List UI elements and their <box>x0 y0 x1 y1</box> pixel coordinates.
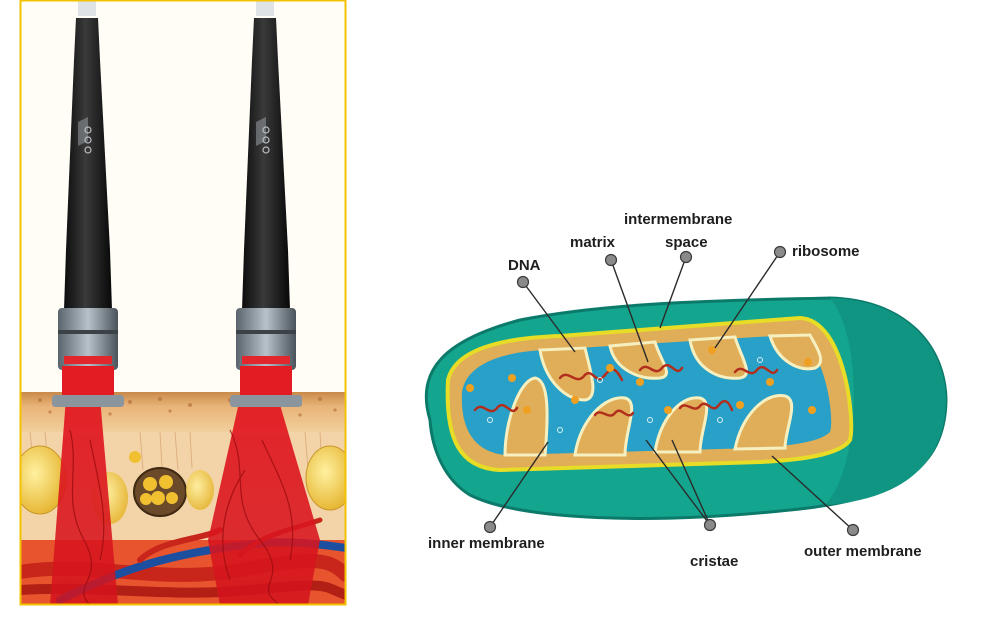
label-inner-membrane: inner membrane <box>428 535 545 552</box>
label-matrix: matrix <box>570 234 616 251</box>
left-panel-frame <box>19 0 347 606</box>
label-dna: DNA <box>508 257 541 274</box>
beam-vein-pattern <box>69 429 294 605</box>
ribosomes <box>466 346 816 414</box>
outer-membrane-cap <box>825 298 946 505</box>
label-ribosome: ribosome <box>792 243 860 260</box>
laser-handpiece-icon <box>52 0 124 407</box>
dna-strands <box>473 363 779 417</box>
laser-therapy-illustration <box>20 0 346 605</box>
pointer-dots <box>483 245 860 537</box>
laser-beam-right <box>208 398 320 605</box>
mitochondrion-diagram: intermembrane space matrix DNA ribosome … <box>405 188 963 608</box>
label-intermembrane: intermembrane <box>624 211 732 228</box>
pointer-lines <box>489 251 854 531</box>
fat-cells <box>20 445 346 524</box>
label-cristae: cristae <box>690 553 738 570</box>
laser-handpiece-icon <box>230 0 302 407</box>
matrix-granules <box>487 357 763 433</box>
label-space: space <box>665 234 708 251</box>
label-outer-membrane: outer membrane <box>804 543 922 560</box>
